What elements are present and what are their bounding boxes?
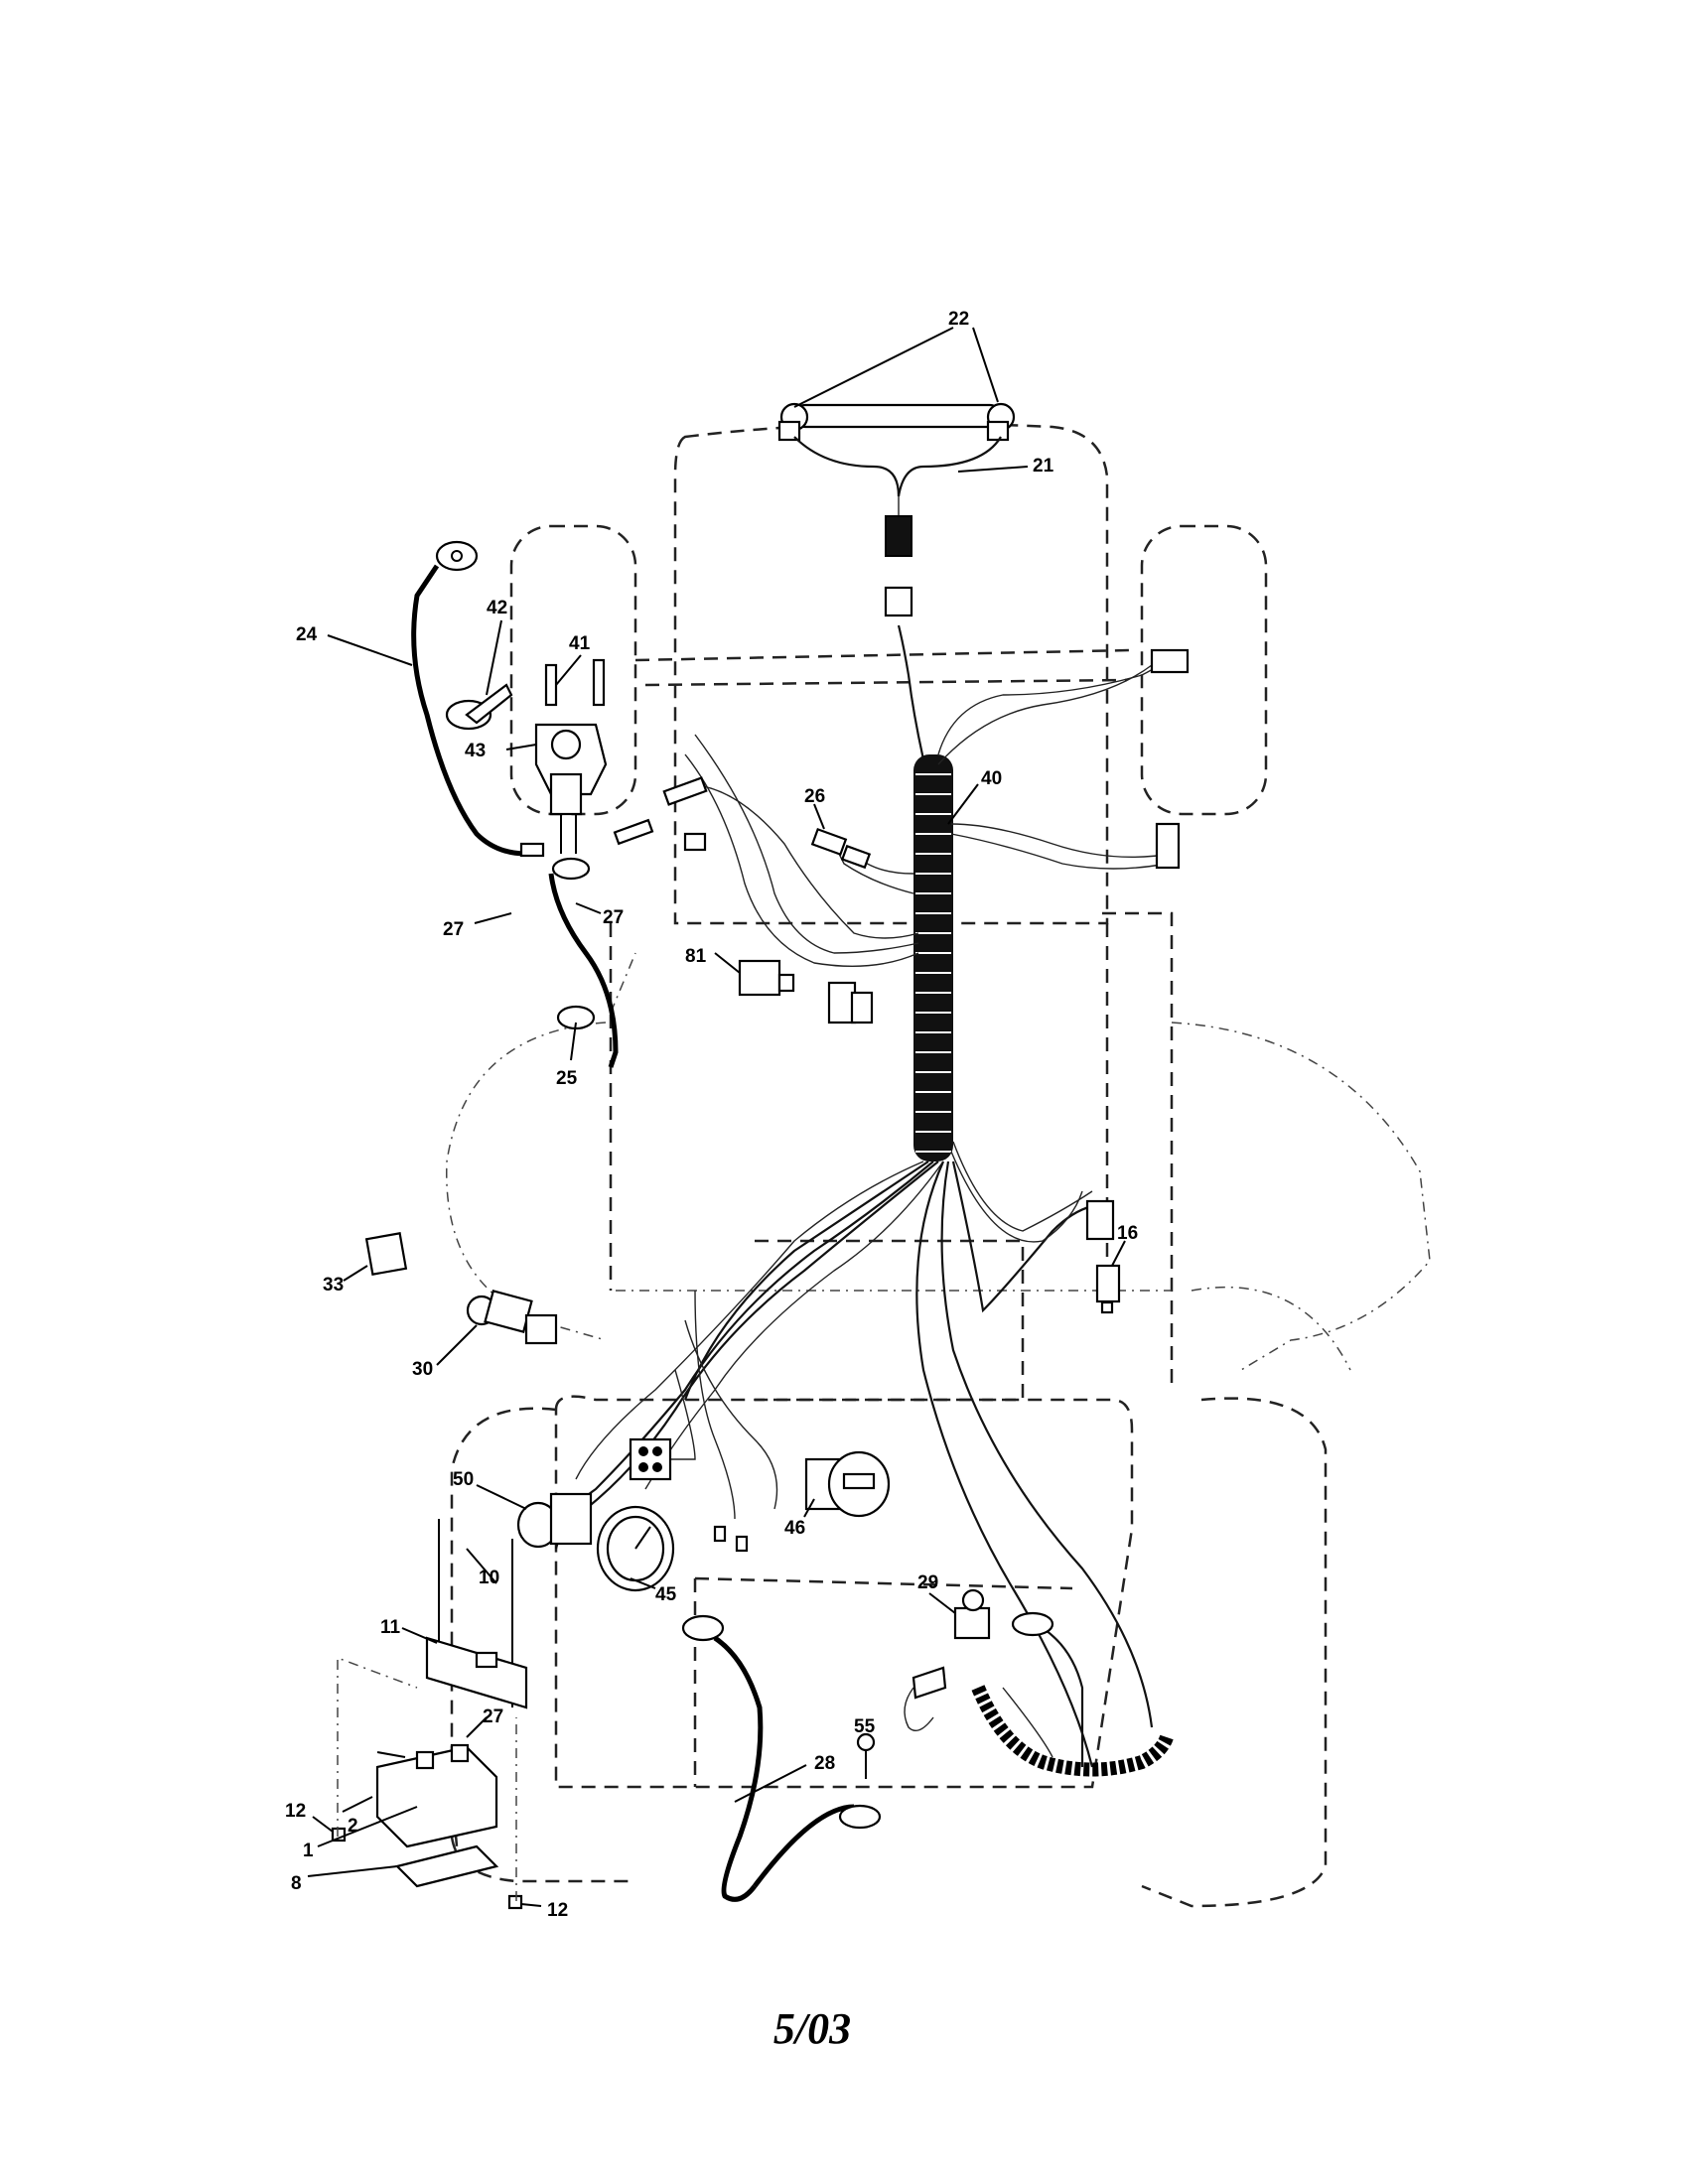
- coiled-cord: [971, 1611, 1174, 1777]
- ignition-switch-30: [466, 1290, 558, 1345]
- callout-11: 11: [380, 1617, 401, 1638]
- callout-46: 46: [784, 1518, 805, 1539]
- callout-10: 10: [479, 1568, 499, 1588]
- wiring-harness: [554, 624, 1173, 1768]
- headlight-assembly: [777, 402, 1016, 617]
- callouts: 22 21 24 42 41 43 27 27 25 81 26 40 16 3…: [285, 309, 1138, 1921]
- bolt-55: [856, 1732, 876, 1779]
- callout-24: 24: [296, 624, 318, 645]
- connector-26: [810, 827, 872, 870]
- callout-1: 1: [303, 1841, 314, 1861]
- fuel-solenoid-29: [904, 1588, 991, 1731]
- callout-12-right: 12: [547, 1900, 568, 1921]
- harness-conduit: [913, 754, 953, 1161]
- callout-27-left: 27: [443, 919, 464, 940]
- starter-solenoid: [445, 658, 608, 854]
- right-side-connectors: [1150, 648, 1190, 870]
- callout-8: 8: [291, 1873, 302, 1894]
- battery-assembly: [331, 1519, 528, 1910]
- callout-25: 25: [556, 1068, 578, 1089]
- callout-22: 22: [948, 309, 969, 330]
- fuse-holder: [613, 776, 708, 852]
- callout-27-battery: 27: [483, 1706, 503, 1727]
- callout-26: 26: [804, 786, 825, 807]
- callout-12-left: 12: [285, 1801, 306, 1822]
- plug-6-pin: [629, 1437, 672, 1481]
- callout-55: 55: [854, 1716, 876, 1737]
- callout-2: 2: [348, 1816, 358, 1837]
- callout-42: 42: [487, 598, 507, 618]
- callout-29: 29: [917, 1572, 938, 1593]
- leader-lines: [307, 327, 1126, 1907]
- chassis-outline: [450, 422, 1328, 1908]
- callout-81: 81: [685, 946, 707, 967]
- callout-21: 21: [1033, 456, 1054, 477]
- callout-28: 28: [814, 1753, 835, 1774]
- callout-16: 16: [1117, 1223, 1138, 1244]
- seat-switch-connector-16: [1085, 1199, 1121, 1314]
- pto-switch-50: [516, 1492, 593, 1549]
- callout-43: 43: [465, 741, 486, 761]
- relay-81: [738, 959, 795, 997]
- callout-27-right: 27: [603, 907, 624, 928]
- callout-40: 40: [981, 768, 1002, 789]
- callout-30: 30: [412, 1359, 433, 1380]
- connector-block: [827, 981, 874, 1024]
- callout-33: 33: [323, 1275, 344, 1296]
- callout-41: 41: [569, 633, 591, 654]
- battery-cable-24: [411, 540, 545, 858]
- switch-33: [364, 1232, 408, 1276]
- hour-meter-46: [804, 1450, 891, 1518]
- mower-deck-outline: [446, 952, 1431, 1371]
- callout-45: 45: [655, 1584, 677, 1605]
- ammeter-45: [596, 1505, 675, 1592]
- battery-cable-25: [548, 857, 619, 1068]
- callout-50: 50: [453, 1469, 474, 1490]
- battery-cable-28: [681, 1614, 882, 1902]
- leads-to-gauges: [713, 1525, 749, 1553]
- revision-date: 5/03: [773, 2004, 851, 2053]
